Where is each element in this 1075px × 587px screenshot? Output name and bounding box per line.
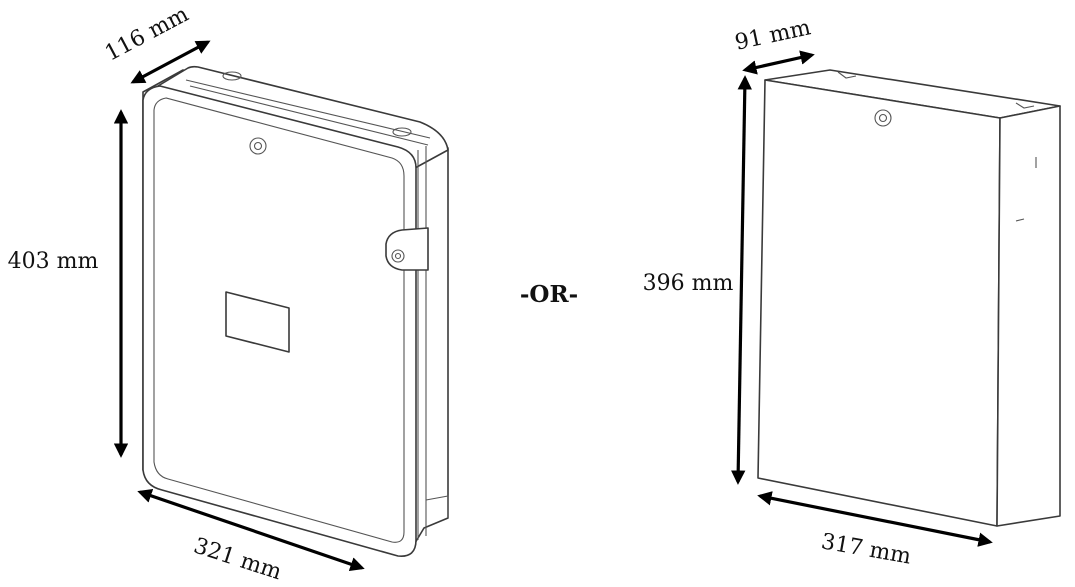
top-notch-right (1015, 102, 1035, 109)
right-enclosure-side-face (996, 105, 1061, 527)
front-screw-icon (249, 137, 267, 155)
metal-enclosure-drawing (757, 69, 1061, 527)
right-depth-arrow (742, 50, 815, 75)
label-window (225, 291, 290, 353)
right-width-label: 317 mm (819, 529, 913, 569)
side-bracket (385, 227, 429, 271)
right-width-arrow (757, 491, 993, 547)
lock-icon (874, 109, 892, 127)
or-separator: -OR- (520, 281, 578, 308)
left-width-arrow (137, 488, 365, 572)
top-lug-right (392, 127, 412, 137)
left-height-label: 403 mm (8, 249, 99, 274)
right-depth-label: 91 mm (733, 15, 813, 55)
left-depth-arrow (130, 40, 211, 84)
right-enclosure-front-face (757, 79, 1001, 527)
top-notch-left (837, 71, 857, 79)
top-lug-left (222, 71, 242, 81)
plastic-enclosure-drawing (142, 65, 449, 557)
side-slot-2 (1015, 218, 1025, 222)
left-width-label: 321 mm (191, 534, 285, 586)
right-height-label: 396 mm (643, 271, 734, 296)
right-height-arrow (731, 75, 752, 485)
